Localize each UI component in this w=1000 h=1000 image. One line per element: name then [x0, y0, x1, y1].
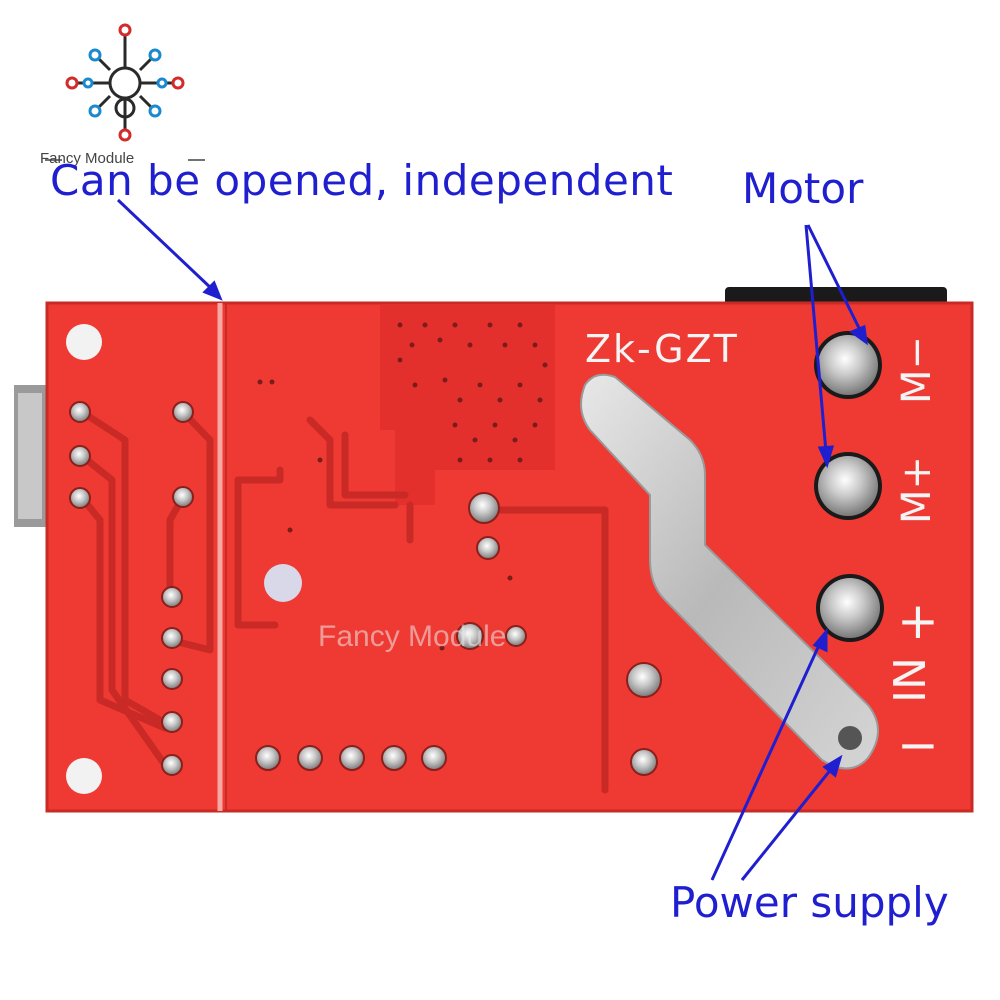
terminal-label-m-plus: M+ — [894, 455, 940, 525]
solder-pins — [69, 401, 662, 776]
mounting-hole — [66, 324, 102, 360]
annotation-motor: Motor — [742, 164, 864, 213]
annotation-power-supply: Power supply — [670, 878, 949, 927]
mounting-hole — [264, 564, 302, 602]
pcb-board — [45, 301, 974, 813]
annotation-detachable: Can be opened, independent — [50, 156, 674, 205]
model-silkscreen: Zk-GZT — [585, 327, 739, 371]
terminal-label-in: IN — [885, 657, 936, 703]
terminal-in-minus — [838, 726, 862, 750]
watermark-text: Fancy Module — [318, 620, 507, 653]
terminal-m-minus — [814, 331, 882, 399]
brand-logo — [45, 23, 205, 161]
solder-bar — [580, 373, 879, 770]
brand-name: Fancy Module — [40, 150, 135, 167]
terminal-in-plus — [816, 574, 884, 642]
terminal-label-m-minus: M− — [894, 335, 940, 405]
mounting-hole — [66, 758, 102, 794]
terminal-label-in-minus: − — [897, 716, 939, 774]
terminal-m-plus — [814, 452, 882, 520]
terminal-label-in-plus: + — [897, 592, 939, 650]
annotation-arrows — [116, 198, 868, 881]
